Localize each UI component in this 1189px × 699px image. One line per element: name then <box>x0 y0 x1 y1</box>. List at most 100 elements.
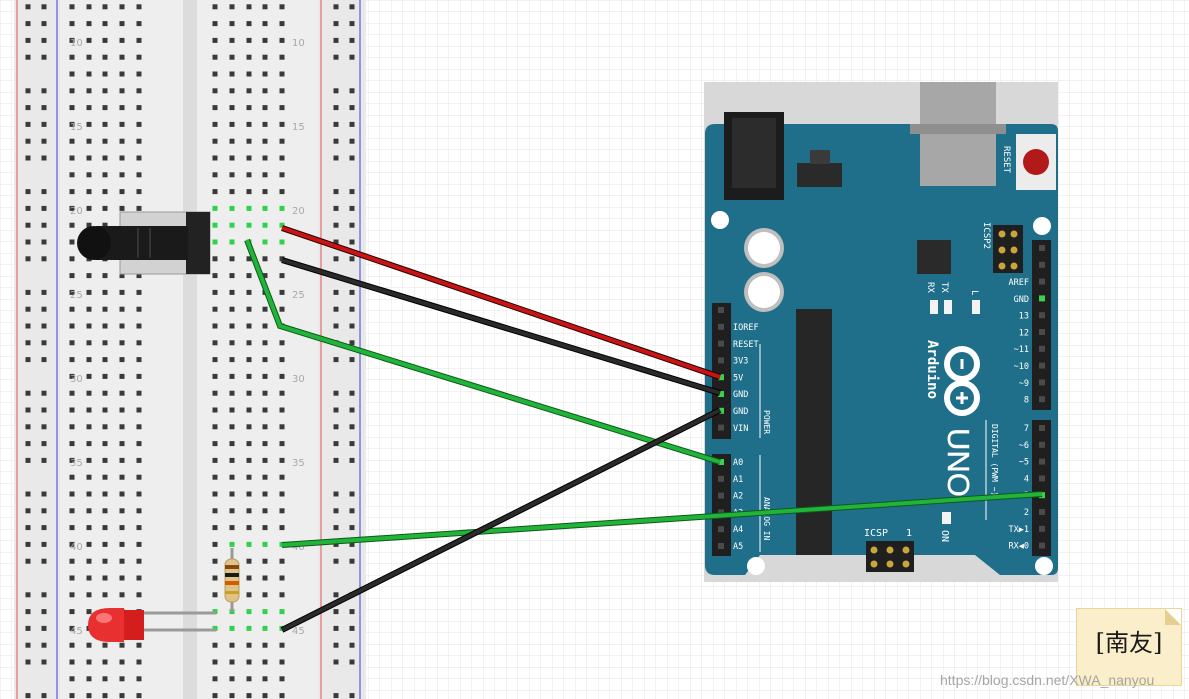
breadboard-hole <box>262 491 268 497</box>
breadboard-hole <box>246 474 252 480</box>
breadboard-hole <box>246 373 252 379</box>
rail-hole <box>349 37 355 43</box>
breadboard-hole <box>246 21 252 27</box>
rail-hole <box>25 37 31 43</box>
rail-hole <box>41 105 47 111</box>
breadboard-hole <box>262 407 268 413</box>
rail-hole <box>41 323 47 329</box>
breadboard-hole <box>136 575 142 581</box>
breadboard-hole <box>69 541 75 547</box>
digital-pin-label: TX▶1 <box>1009 525 1029 535</box>
breadboard-hole <box>102 88 108 94</box>
digital-section-label: DIGITAL (PWM ~) <box>990 424 999 496</box>
power-pin-label: 3V3 <box>733 357 748 367</box>
rail-hole <box>41 625 47 631</box>
breadboard-hole <box>279 222 285 228</box>
rail-hole <box>333 222 339 228</box>
rail-hole <box>25 558 31 564</box>
on-led <box>942 512 951 524</box>
watermark-url: https://blog.csdn.net/XWA_nanyou <box>940 672 1155 688</box>
breadboard-hole <box>212 37 218 43</box>
breadboard-hole <box>119 558 125 564</box>
breadboard-hole <box>279 693 285 699</box>
breadboard-hole <box>69 37 75 43</box>
rx-led <box>930 300 938 314</box>
breadboard-hole <box>86 37 92 43</box>
breadboard-hole <box>212 541 218 547</box>
breadboard-row-number: 25 <box>292 290 305 301</box>
breadboard-hole <box>212 71 218 77</box>
breadboard-hole <box>69 491 75 497</box>
icsp-pin <box>886 546 894 554</box>
breadboard-hole <box>102 306 108 312</box>
breadboard-hole <box>229 138 235 144</box>
breadboard-hole <box>262 105 268 111</box>
breadboard-hole <box>279 474 285 480</box>
rail-hole <box>333 306 339 312</box>
rail-hole <box>349 155 355 161</box>
header-pin <box>1039 261 1045 268</box>
breadboard-hole <box>119 323 125 329</box>
breadboard-hole <box>279 54 285 60</box>
breadboard-hole <box>102 558 108 564</box>
icsp2-pin <box>1010 262 1018 270</box>
breadboard-hole <box>136 474 142 480</box>
breadboard-hole <box>136 4 142 10</box>
breadboard-hole <box>212 592 218 598</box>
breadboard-hole <box>279 676 285 682</box>
breadboard-hole <box>86 4 92 10</box>
rail-hole <box>25 491 31 497</box>
rail-hole <box>349 306 355 312</box>
breadboard-row-number: 15 <box>70 122 83 133</box>
breadboard-hole <box>212 659 218 665</box>
power-header <box>712 303 731 439</box>
breadboard-hole <box>246 189 252 195</box>
breadboard-hole <box>212 474 218 480</box>
reset-button[interactable] <box>1023 149 1049 175</box>
rail-hole <box>333 457 339 463</box>
breadboard-hole <box>69 289 75 295</box>
breadboard-hole <box>262 273 268 279</box>
breadboard-hole <box>69 105 75 111</box>
digital-pin-label: ~9 <box>1019 379 1029 389</box>
breadboard-hole <box>119 340 125 346</box>
rail-hole <box>349 390 355 396</box>
rail-hole <box>25 357 31 363</box>
icsp-pin <box>886 560 894 568</box>
icsp-label: ICSP <box>864 528 888 539</box>
header-pin <box>1039 362 1045 369</box>
breadboard-hole <box>212 676 218 682</box>
breadboard-hole <box>86 138 92 144</box>
breadboard-hole <box>212 357 218 363</box>
breadboard-hole <box>69 222 75 228</box>
rail-hole <box>349 441 355 447</box>
breadboard-hole <box>102 491 108 497</box>
breadboard-hole <box>119 357 125 363</box>
digital-pin-label: 13 <box>1019 312 1029 322</box>
rail-hole <box>349 491 355 497</box>
breadboard-hole <box>69 609 75 615</box>
mount-hole-1 <box>711 211 729 229</box>
breadboard-hole <box>69 71 75 77</box>
header-pin <box>718 526 724 533</box>
breadboard-hole <box>102 525 108 531</box>
header-pin <box>1039 295 1045 302</box>
breadboard-hole <box>86 172 92 178</box>
icsp2-pin <box>998 262 1006 270</box>
breadboard-hole <box>279 575 285 581</box>
breadboard-hole <box>69 4 75 10</box>
breadboard-hole <box>119 491 125 497</box>
arduino-labels: Arduino UNO RESET ICSP2 ICSP 1 ON TX RX … <box>762 146 1011 542</box>
breadboard-hole <box>279 491 285 497</box>
breadboard-hole <box>212 105 218 111</box>
breadboard-hole <box>212 457 218 463</box>
rail-hole <box>333 88 339 94</box>
header-pin <box>718 357 724 364</box>
breadboard-hole <box>229 21 235 27</box>
breadboard-hole <box>86 340 92 346</box>
breadboard-hole <box>262 306 268 312</box>
led-rim <box>124 610 144 640</box>
l-led <box>972 300 980 314</box>
breadboard-hole <box>229 373 235 379</box>
rail-hole <box>41 21 47 27</box>
